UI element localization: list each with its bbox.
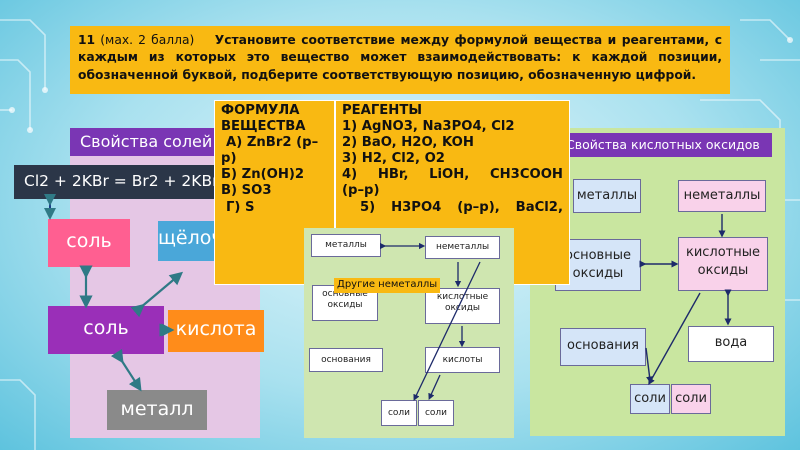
- task-text: Установите соответствие между формулой в…: [78, 33, 723, 82]
- reagent-4: 4)HBr,LiOH,CH3COOH: [342, 167, 563, 183]
- salts-box-right: соли: [671, 384, 711, 414]
- reaction-equation: Cl2 + 2KBr = Br2 + 2KBr: [14, 165, 218, 199]
- salts-panel-title: Свойства солей: [70, 128, 230, 156]
- mid-nonmetals-box: неметаллы: [425, 236, 500, 259]
- reagent-4-cont: (р–р): [342, 183, 380, 199]
- reagent-3: 3) H2, Cl2, O2: [342, 151, 445, 167]
- reagent-5: 5)H3PO4(р–р),BaCl2,: [360, 199, 563, 215]
- alkali-box: щёлочь: [158, 221, 218, 261]
- reagents-column: РЕАГЕНТЫ 1) AgNO3, Na3PO4, Cl2 2) BaO, H…: [340, 103, 565, 282]
- mid-salts-box-left: соли: [381, 400, 417, 426]
- reagent-1: 1) AgNO3, Na3PO4, Cl2: [342, 119, 515, 135]
- formula-header-line1: ФОРМУЛА: [221, 103, 300, 118]
- formula-a: А) ZnBr2 (р–: [226, 135, 319, 151]
- mid-bases-box: основания: [309, 348, 383, 372]
- bases-box: основания: [560, 328, 646, 366]
- reagents-header: РЕАГЕНТЫ: [342, 103, 422, 118]
- reagent-2: 2) BaO, H2O, KOH: [342, 135, 474, 151]
- formula-d: Г) S: [226, 199, 255, 215]
- formula-column: ФОРМУЛА ВЕЩЕСТВА А) ZnBr2 (р– р) Б) Zn(O…: [217, 103, 333, 282]
- formula-b: Б) Zn(OH)2: [221, 167, 305, 183]
- salts-box-left: соли: [630, 384, 670, 414]
- acid-oxides-title: Свойства кислотных оксидов: [560, 133, 772, 157]
- mid-salts-box-right: соли: [418, 400, 454, 426]
- metals-box: металлы: [573, 179, 641, 213]
- metal-box: металл: [107, 390, 207, 430]
- formula-header-line2: ВЕЩЕСТВА: [221, 119, 306, 135]
- formula-a-cont: р): [221, 151, 237, 167]
- water-box: вода: [688, 326, 774, 362]
- acid-box: кислота: [168, 310, 264, 352]
- other-nonmetals-label: Другие неметаллы: [334, 278, 440, 293]
- salt-box-top: соль: [48, 219, 130, 267]
- task-statement: 11 (мах. 2 балла) Установите соответстви…: [70, 26, 730, 94]
- formula-c: В) SO3: [221, 183, 272, 199]
- table-divider: [334, 100, 336, 285]
- task-points: (мах. 2 балла): [100, 33, 195, 47]
- task-number: 11: [78, 33, 96, 47]
- nonmetals-box: неметаллы: [678, 180, 766, 212]
